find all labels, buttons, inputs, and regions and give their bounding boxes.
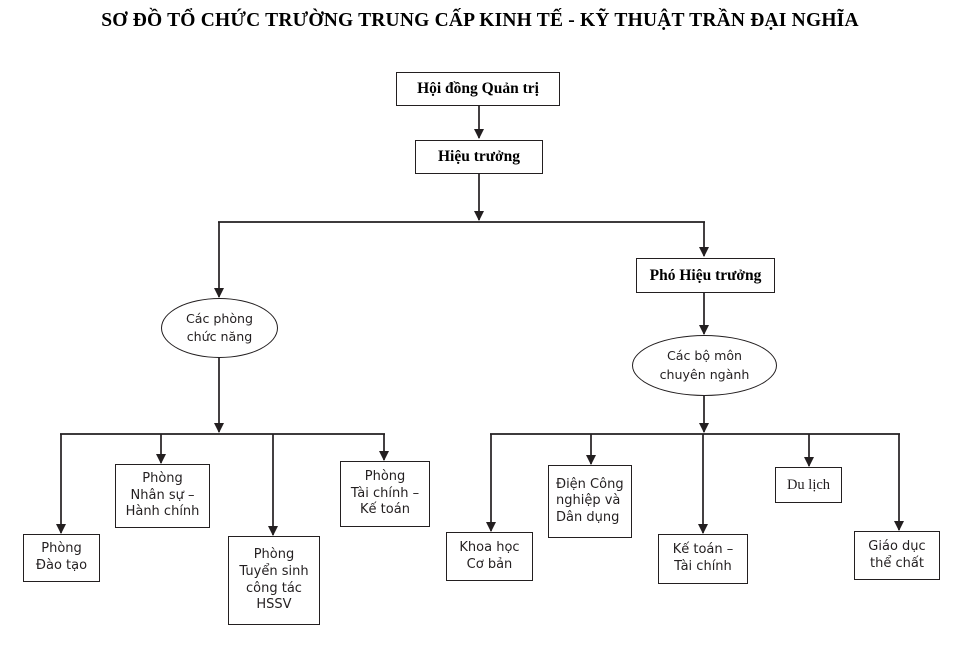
- node-ke-toan-tai-chinh[interactable]: Kế toán – Tài chính: [658, 534, 748, 584]
- node-label: Hội đồng Quản trị: [417, 80, 539, 98]
- node-cac-phong-chuc-nang[interactable]: Các phòng chức năng: [161, 298, 278, 358]
- node-label: Du lịch: [786, 476, 831, 493]
- node-phong-dao-tao[interactable]: Phòng Đào tạo: [23, 534, 100, 582]
- node-cac-bo-mon-chuyen-nganh[interactable]: Các bộ môn chuyên ngành: [632, 335, 777, 396]
- node-dien-cong-nghiep-va-dan-dung[interactable]: Điện Công nghiệp và Dân dụng: [548, 465, 632, 538]
- node-label: Khoa học Cơ bản: [459, 539, 520, 572]
- node-giao-duc-the-chat[interactable]: Giáo dục thể chất: [854, 531, 940, 580]
- node-label: Giáo dục thể chất: [868, 538, 926, 571]
- node-du-lich[interactable]: Du lịch: [775, 467, 842, 503]
- node-label: Các bộ môn chuyên ngành: [659, 348, 750, 382]
- node-label: Hiệu trưởng: [437, 148, 521, 166]
- node-label: Phòng Tuyển sinh công tác HSSV: [239, 547, 309, 613]
- node-label: Phó Hiệu trưởng: [649, 266, 762, 284]
- node-phong-nhan-su-hanh-chinh[interactable]: Phòng Nhân sự – Hành chính: [115, 464, 210, 528]
- node-pho-hieu-truong[interactable]: Phó Hiệu trưởng: [636, 258, 775, 293]
- node-khoa-hoc-co-ban[interactable]: Khoa học Cơ bản: [446, 532, 533, 581]
- node-phong-tuyen-sinh-cong-tac-hssv[interactable]: Phòng Tuyển sinh công tác HSSV: [228, 536, 320, 625]
- node-label: Điện Công nghiệp và Dân dụng: [556, 476, 624, 525]
- node-hoi-dong-quan-tri[interactable]: Hội đồng Quản trị: [396, 72, 560, 106]
- node-label: Phòng Tài chính – Kế toán: [350, 469, 420, 518]
- page-title: SƠ ĐỒ TỔ CHỨC TRƯỜNG TRUNG CẤP KINH TẾ -…: [101, 10, 859, 31]
- node-label: Các phòng chức năng: [185, 310, 254, 344]
- node-label: Phòng Đào tạo: [35, 541, 88, 573]
- node-label: Phòng Nhân sự – Hành chính: [125, 471, 200, 520]
- node-phong-tai-chinh-ke-toan[interactable]: Phòng Tài chính – Kế toán: [340, 461, 430, 527]
- node-label: Kế toán – Tài chính: [672, 542, 734, 574]
- node-hieu-truong[interactable]: Hiệu trưởng: [415, 140, 543, 174]
